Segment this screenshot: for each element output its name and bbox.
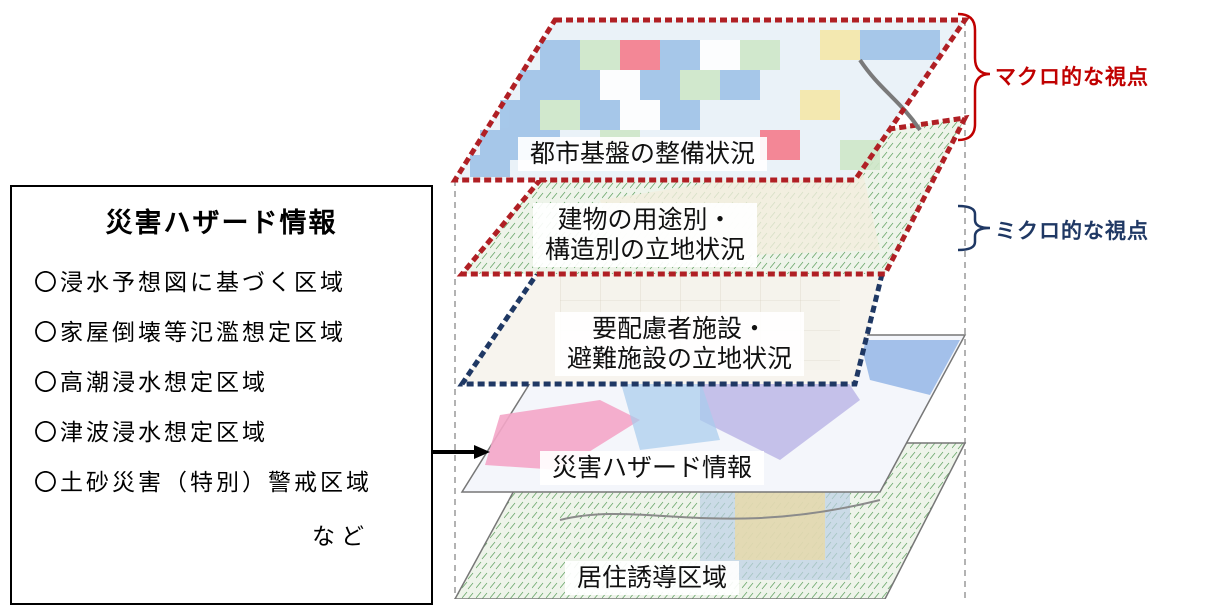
hazard-item: 〇浸水予想図に基づく区域 [34,270,346,296]
layer-label-line: 都市基盤の整備状況 [530,139,756,168]
hazard-arrow [433,445,490,459]
micro-brace [957,204,991,252]
hazard-panel-title: 災害ハザード情報 [105,208,338,239]
macro-brace [957,12,991,142]
layer-label-line: 居住誘導区域 [577,563,728,592]
layer-label-hazard: 災害ハザード情報 [540,451,765,485]
hazard-item: 〇家屋倒壊等氾濫想定区域 [34,320,346,346]
hazard-item: 〇津波浸水想定区域 [34,420,268,446]
layer-label-care-facilities: 要配慮者施設・ 避難施設の立地状況 [555,312,805,376]
hazard-info-panel: 災害ハザード情報 〇浸水予想図に基づく区域 〇家屋倒壊等氾濫想定区域 〇高潮浸水… [10,185,433,605]
hazard-item: 〇高潮浸水想定区域 [34,370,268,396]
layer-label-line: 避難施設の立地状況 [567,344,793,373]
layer-label-infrastructure: 都市基盤の整備状況 [518,137,768,171]
layer-label-residential: 居住誘導区域 [565,561,740,595]
micro-view-label: ミクロ的な視点 [995,219,1149,243]
layer-label-line: 災害ハザード情報 [552,453,753,482]
hazard-panel-footer: など [312,524,370,550]
layer-label-line: 要配慮者施設・ [592,314,768,343]
layer-label-line: 建物の用途別・ [557,205,733,234]
layer-label-line: 構造別の立地状況 [545,235,746,264]
layer-label-buildings: 建物の用途別・ 構造別の立地状況 [533,203,758,267]
hazard-item: 〇土砂災害（特別）警戒区域 [34,470,372,496]
macro-view-label: マクロ的な視点 [995,65,1149,89]
